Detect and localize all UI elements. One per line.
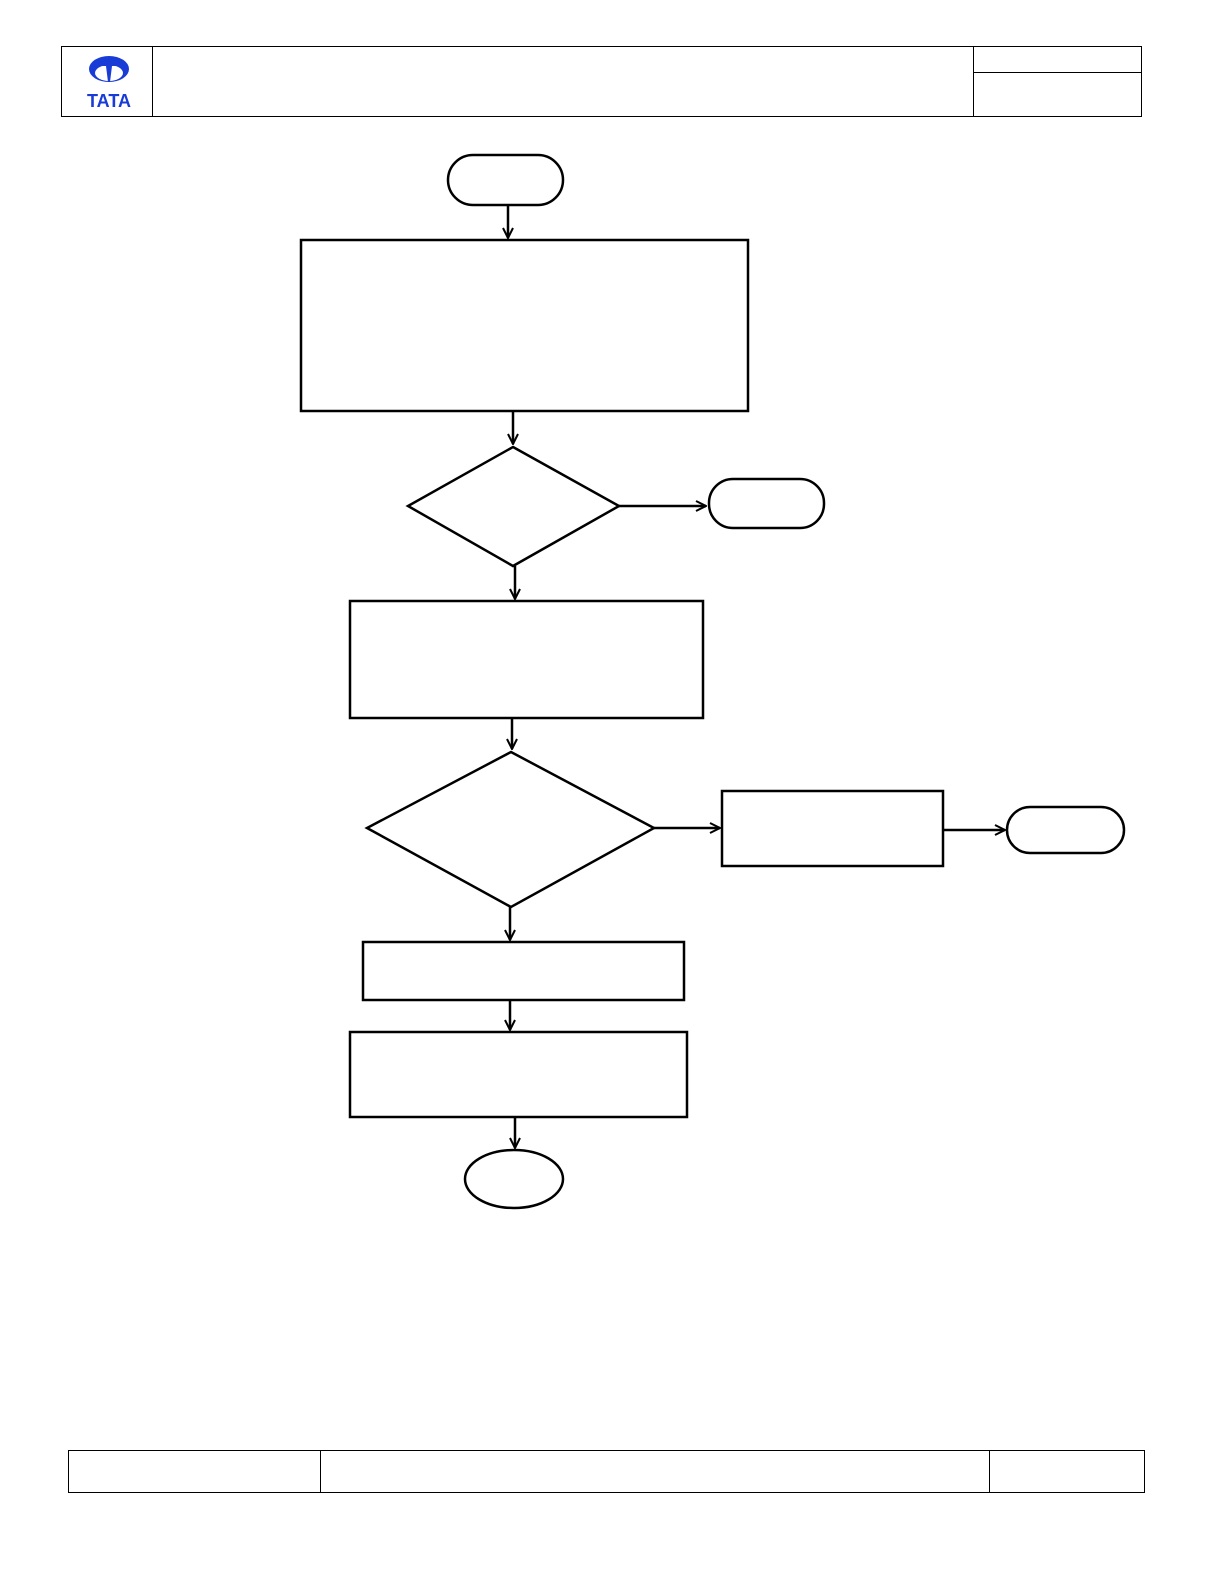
- node-start-terminator: [446, 153, 565, 207]
- flowchart-nodes: [299, 153, 1126, 1210]
- footer-middle-cell: [321, 1451, 990, 1492]
- node-terminator-right-1: [707, 477, 826, 530]
- node-process-1: [299, 238, 750, 413]
- document-footer: [68, 1450, 1145, 1493]
- document-header: TATA: [61, 46, 1142, 117]
- node-process-3: [361, 940, 686, 1002]
- node-process-4: [348, 1030, 689, 1119]
- node-process-2: [348, 599, 705, 720]
- flowchart-edges: [508, 205, 1005, 1148]
- node-process-right: [720, 789, 945, 868]
- node-decision-1: [405, 445, 622, 568]
- node-terminator-right-2: [1005, 805, 1126, 855]
- node-decision-2: [364, 750, 657, 909]
- footer-right-cell: [990, 1451, 1144, 1492]
- header-title: [154, 47, 974, 116]
- footer-left-cell: [69, 1451, 321, 1492]
- tata-logo-emblem-t: [93, 62, 125, 82]
- header-right-top: [974, 47, 1141, 73]
- node-end-ellipse: [463, 1148, 565, 1210]
- tata-logo-icon: TATA: [87, 56, 131, 111]
- logo-cell: TATA: [62, 47, 153, 116]
- tata-logo-text: TATA: [87, 91, 131, 111]
